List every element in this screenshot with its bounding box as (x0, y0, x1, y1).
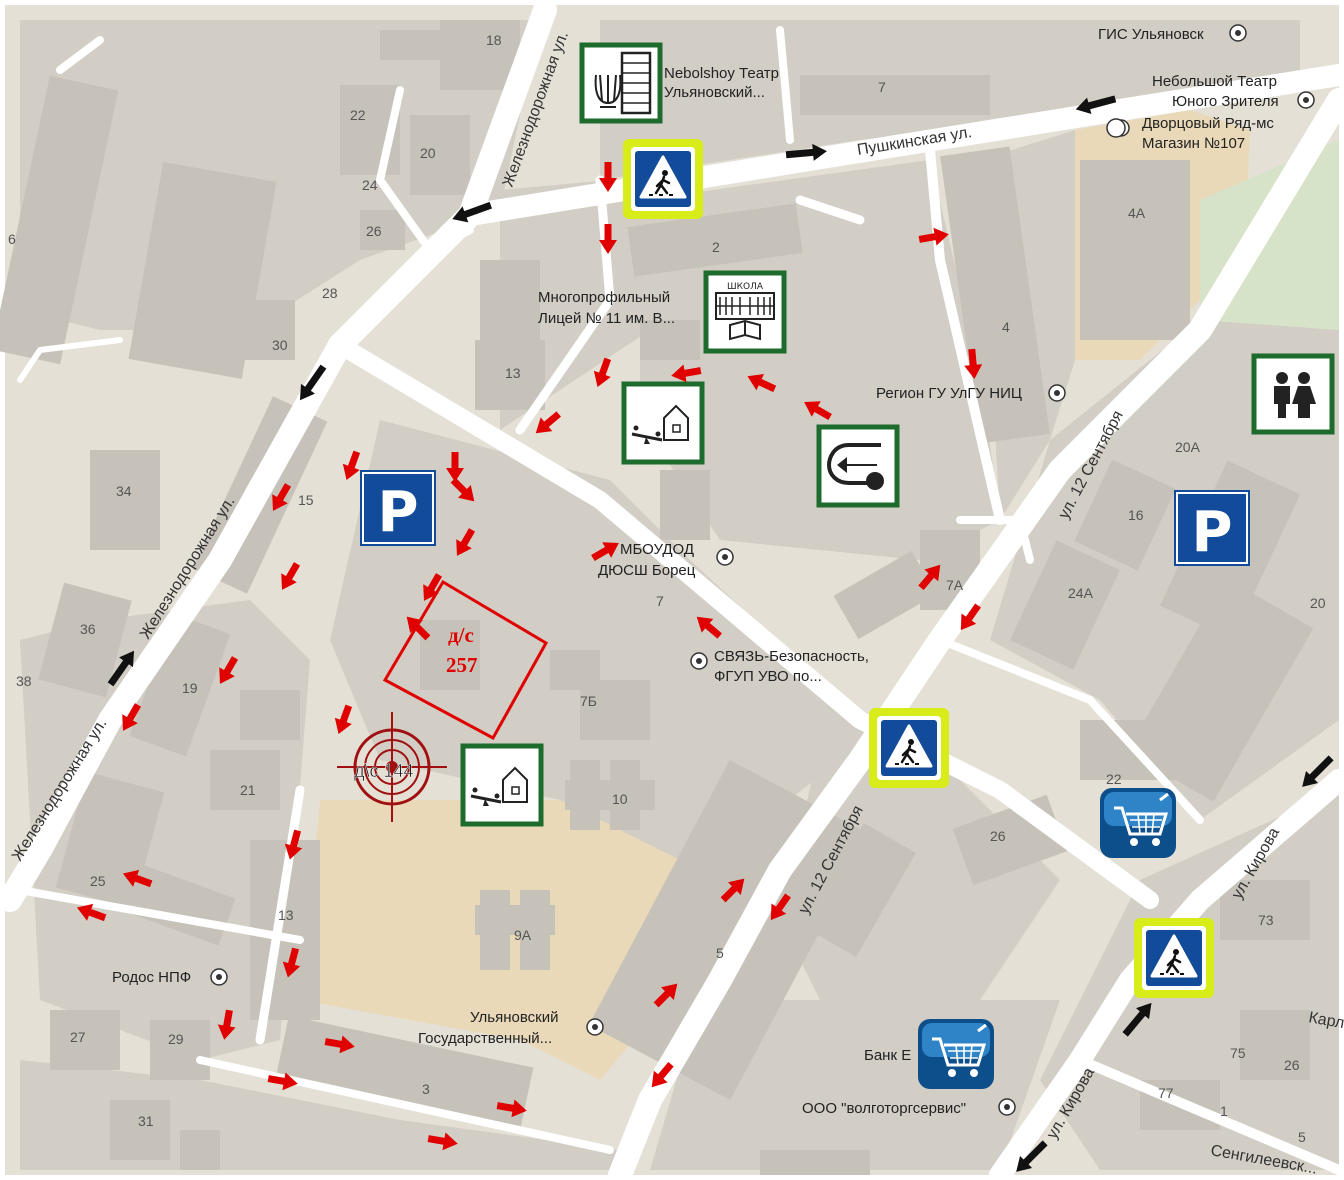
house-number: 19 (182, 680, 198, 696)
theatre-sign-icon[interactable] (579, 42, 663, 124)
house-number: 27 (70, 1029, 86, 1045)
house-number: 73 (1258, 912, 1274, 928)
poi-gis-label[interactable]: ГИС Ульяновск (1098, 26, 1204, 43)
house-number: 3 (422, 1081, 430, 1097)
house-number: 30 (272, 337, 288, 353)
poi-teatr-yunogo-label-1[interactable]: Небольшой Театр (1152, 73, 1277, 90)
house-number: 28 (322, 285, 338, 301)
house-number: 4 (1002, 319, 1010, 335)
poi-uni-label-1[interactable]: Ульяновский (470, 1009, 558, 1026)
poi-licey-label-1[interactable]: Многопрофильный (538, 289, 670, 306)
house-number: 31 (138, 1113, 154, 1129)
crosshair-target-icon[interactable] (337, 712, 447, 822)
house-number: 22 (350, 107, 366, 123)
house-number: 21 (240, 782, 256, 798)
playground-sign-icon[interactable] (463, 746, 541, 824)
family-sign-icon[interactable] (1251, 353, 1335, 435)
playground-sign-icon[interactable] (624, 384, 702, 462)
poi-mboudod-label-2[interactable]: ДЮСШ Борец (598, 562, 696, 579)
house-number: 26 (366, 223, 382, 239)
pedestrian-crossing-sign-icon[interactable] (1132, 916, 1216, 1000)
poi-nebolshoy-label-2[interactable]: Ульяновский... (664, 84, 765, 101)
poi-mboudod-label-1[interactable]: МБОУДОД (620, 541, 694, 558)
house-number: 7Б (580, 693, 597, 709)
house-number: 7А (946, 577, 964, 593)
house-number: 7 (878, 79, 886, 95)
kindergarten-257-marker[interactable]: д/с 257 (382, 579, 549, 741)
sports-school-sign-icon[interactable] (816, 424, 900, 508)
poi-rodos-label[interactable]: Родос НПФ (112, 969, 191, 986)
poi-svyaz-label-1[interactable]: СВЯЗЬ-Безопасность, (714, 648, 869, 665)
poi-dvortsovy-label-2[interactable]: Магазин №107 (1142, 135, 1245, 152)
house-number: 34 (116, 483, 132, 499)
house-number: 36 (80, 621, 96, 637)
house-number: 24А (1068, 585, 1094, 601)
school-sign-text: ШКОЛА (727, 282, 764, 292)
house-number: 20 (420, 145, 436, 161)
parking-sign-icon[interactable] (1173, 489, 1251, 567)
house-number: 25 (90, 873, 106, 889)
poi-bank-label[interactable]: Банк Е (864, 1047, 911, 1064)
house-number: 16 (1128, 507, 1144, 523)
house-number: 1 (1220, 1103, 1228, 1119)
shop-cart-icon[interactable] (916, 1017, 996, 1091)
house-number: 7 (656, 593, 664, 609)
house-number: 77 (1158, 1085, 1174, 1101)
poi-region-label[interactable]: Регион ГУ УлГУ НИЦ (876, 385, 1022, 402)
poi-uni-label-2[interactable]: Государственный... (418, 1030, 552, 1047)
house-number: 29 (168, 1031, 184, 1047)
house-number: 10 (612, 791, 628, 807)
house-number: 26 (1284, 1057, 1300, 1073)
kindergarten-144-label: д\с 144 (354, 761, 414, 781)
house-number: 38 (16, 673, 32, 689)
poi-volgotorg-label[interactable]: ООО "волготоргсервис" (802, 1100, 966, 1117)
house-number: 20А (1175, 439, 1201, 455)
house-number: 5 (1298, 1129, 1306, 1145)
street-karla: Карл (1307, 1009, 1344, 1032)
house-number: 22 (1106, 771, 1122, 787)
house-number: 2 (712, 239, 720, 255)
house-number: 9А (514, 927, 532, 943)
poi-teatr-yunogo-label-2[interactable]: Юного Зрителя (1172, 93, 1279, 110)
poi-licey-label-2[interactable]: Лицей № 11 им. В... (538, 310, 675, 327)
house-number: 15 (298, 492, 314, 508)
kindergarten-257-label-2: 257 (446, 653, 478, 677)
house-number: 20 (1310, 595, 1326, 611)
house-number: 5 (716, 945, 724, 961)
house-number: 75 (1230, 1045, 1246, 1061)
house-number: 6 (8, 231, 16, 247)
house-number: 24 (362, 177, 378, 193)
pedestrian-crossing-sign-icon[interactable] (621, 137, 705, 221)
shop-cart-icon[interactable] (1098, 786, 1178, 860)
house-number: 26 (990, 828, 1006, 844)
shop-cart-icon[interactable] (1106, 118, 1126, 138)
kindergarten-257-label-1: д/с (448, 623, 474, 647)
school-sign-icon[interactable]: ШКОЛА (703, 270, 787, 354)
poi-dvortsovy-label-1[interactable]: Дворцовый Ряд-мс (1142, 115, 1274, 132)
house-number: 13 (505, 365, 521, 381)
house-number: 13 (278, 907, 294, 923)
poi-svyaz-label-2[interactable]: ФГУП УВО по... (714, 668, 822, 685)
house-number: 18 (486, 32, 502, 48)
poi-nebolshoy-label-1[interactable]: Nebolshoy Театр (664, 65, 779, 82)
pedestrian-crossing-sign-icon[interactable] (867, 706, 951, 790)
parking-sign-icon[interactable] (359, 469, 437, 547)
house-number: 4А (1128, 205, 1146, 221)
